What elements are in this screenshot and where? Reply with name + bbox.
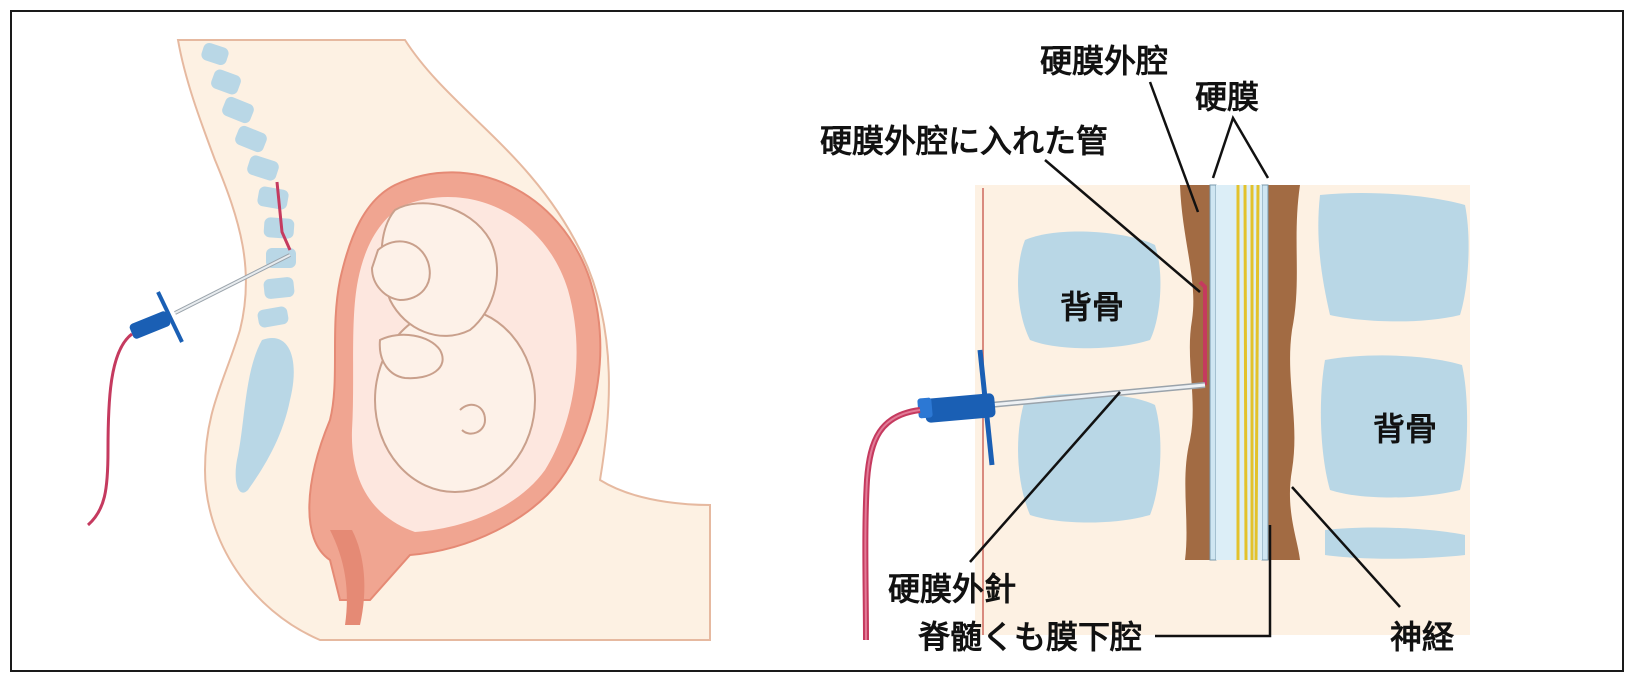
label-spine-left: 背骨	[1060, 288, 1124, 326]
label-epidural-needle: 硬膜外針	[888, 570, 1016, 608]
leader-dura-arrow	[1211, 114, 1270, 179]
leader-subarachnoid	[1155, 525, 1272, 638]
leader-needle	[969, 391, 1121, 563]
left-panel	[86, 39, 711, 641]
label-spine-right: 背骨	[1373, 410, 1437, 448]
label-epidural-space: 硬膜外腔	[1040, 42, 1168, 80]
tube-left	[86, 332, 133, 527]
catheter-epidural	[1198, 280, 1207, 385]
label-dura: 硬膜	[1195, 78, 1259, 116]
catheter-in-spine	[275, 181, 292, 251]
vertebra-left-lower	[1018, 393, 1161, 523]
label-nerve: 神経	[1390, 618, 1455, 656]
vertebra-right-middle	[1320, 355, 1468, 498]
leader-lines	[969, 81, 1401, 638]
label-epidural-catheter: 硬膜外腔に入れた管	[820, 122, 1108, 160]
dura-right	[1261, 184, 1269, 561]
right-panel: 硬膜外腔 硬膜 硬膜外腔に入れた管 背骨 背骨 硬膜外針 脊髄くも膜下腔 神経	[820, 42, 1470, 656]
leader-nerve	[1291, 486, 1401, 608]
leader-catheter	[1044, 159, 1201, 293]
label-subarachnoid-space: 脊髄くも膜下腔	[917, 618, 1142, 656]
nerve-bundle	[1236, 184, 1260, 561]
needle-hub-right	[917, 349, 996, 466]
vertebra-right-lower	[1325, 527, 1465, 559]
ligament-right	[1268, 185, 1300, 560]
vertebra-right-upper	[1318, 193, 1469, 322]
fetus	[370, 202, 536, 493]
leader-epidural-space	[1148, 81, 1200, 213]
vertebrae-left	[201, 42, 296, 493]
ligament-left	[1180, 185, 1210, 560]
vertebra-left-upper	[1018, 231, 1161, 349]
cervix	[330, 530, 365, 625]
needle-hub-left	[129, 291, 184, 343]
dura-left	[1209, 184, 1217, 561]
